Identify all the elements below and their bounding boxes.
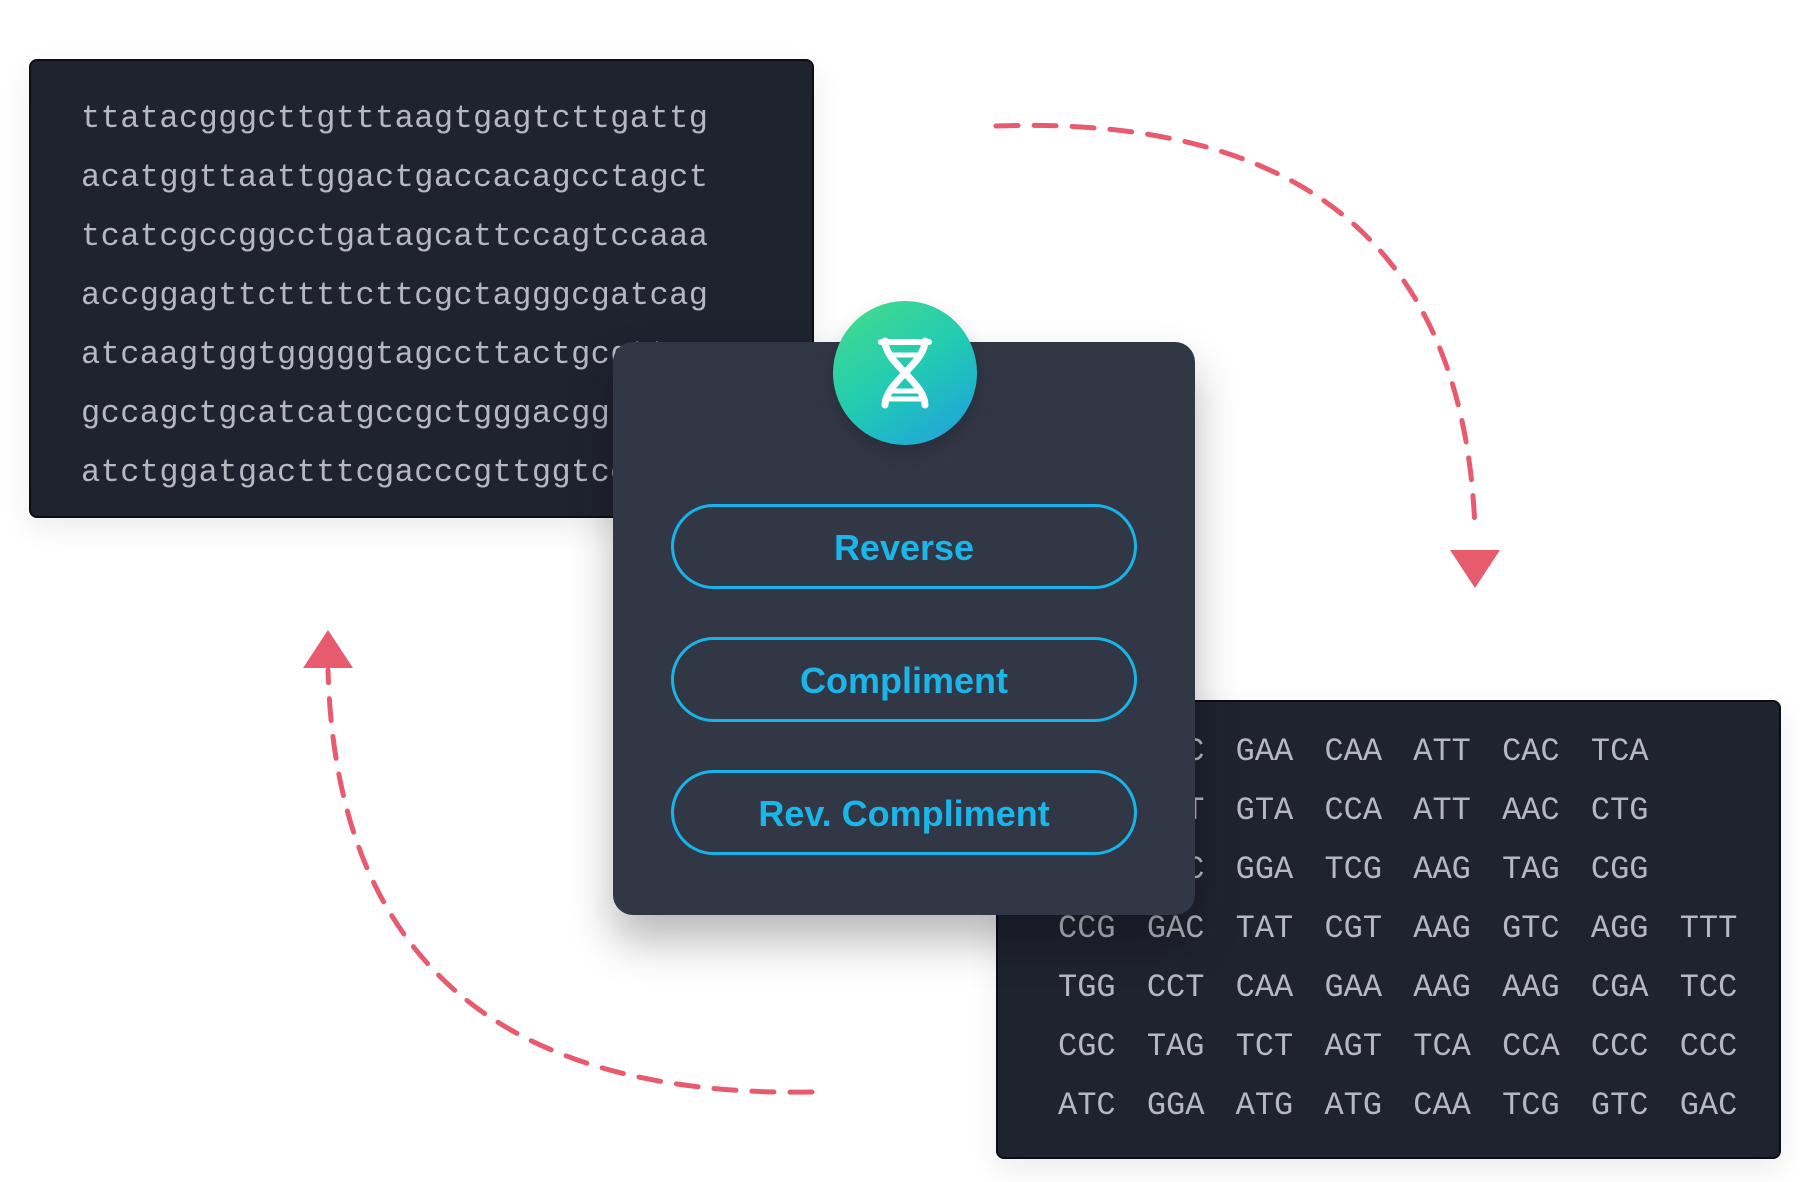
codon-line: ATC GGA ATG ATG CAA TCG GTC GAC [1058, 1087, 1738, 1124]
sequence-line: ttatacgggcttgtttaagtgagtcttgattg [81, 100, 709, 137]
output-sequence-panel[interactable]: TTG CCC GAA CAA ATT CAC TCA TGA ACT GTA … [996, 700, 1781, 1159]
arrowhead-up-icon [303, 630, 353, 668]
sequence-line: accggagttcttttcttcgctagggcgatcag [81, 277, 709, 314]
rev-compliment-button[interactable]: Rev. Compliment [671, 770, 1137, 855]
dna-badge [833, 301, 977, 445]
dna-helix-icon [878, 337, 932, 409]
dashed-arrow-top-right [993, 122, 1478, 533]
codon-line: TGG CCT CAA GAA AAG AAG CGA TCC [1058, 969, 1738, 1006]
sequence-line: gccagctgcatcatgccgctgggacggttga [81, 395, 689, 432]
codon-line: CCG GAC TAT CGT AAG GTC AGG TTT [1058, 910, 1738, 947]
sequence-line: tcatcgccggcctgatagcattccagtccaaa [81, 218, 709, 255]
input-sequence-lines: ttatacgggcttgtttaagtgagtcttgattg acatggt… [81, 89, 708, 502]
output-sequence-lines: TTG CCC GAA CAA ATT CAC TCA TGA ACT GTA … [1058, 722, 1737, 1135]
reverse-button[interactable]: Reverse [671, 504, 1137, 589]
compliment-button[interactable]: Compliment [671, 637, 1137, 722]
codon-line: CGC TAG TCT AGT TCA CCA CCC CCC [1058, 1028, 1738, 1065]
sequence-line: atctggatgactttcgacccgttggtccact [81, 454, 689, 491]
dashed-arrow-bottom-left [325, 667, 815, 1095]
arrowhead-down-icon [1450, 550, 1500, 588]
sequence-line: acatggttaattggactgaccacagcctagct [81, 159, 709, 196]
sequence-line: atcaagtggtgggggtagccttactgcgtta [81, 336, 689, 373]
input-sequence-panel[interactable]: ttatacgggcttgtttaagtgagtcttgattg acatggt… [29, 59, 814, 518]
